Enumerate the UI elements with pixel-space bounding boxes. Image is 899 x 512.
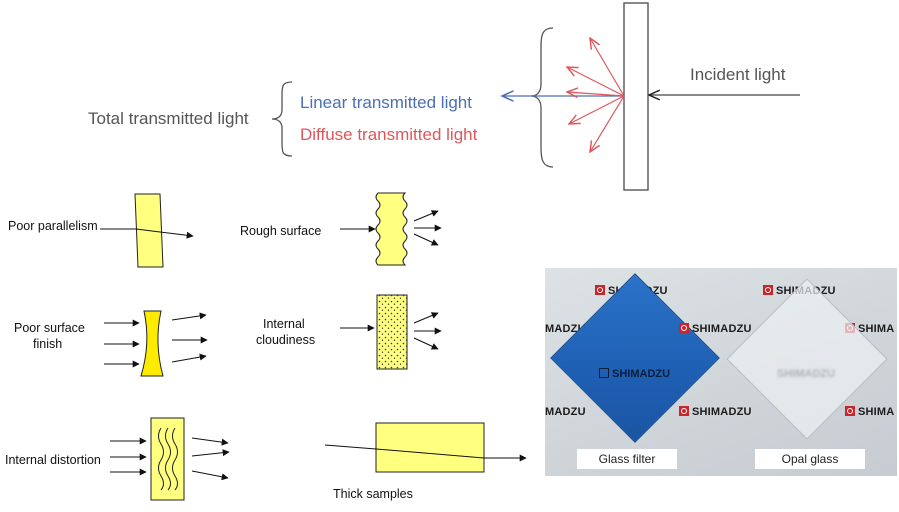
poor-surface-finish-incident-arrows: [104, 319, 140, 368]
thick-sample-ray: [324, 444, 527, 462]
poor-surface-finish-exit-arrows: [171, 312, 208, 363]
thick-sample-block: [375, 422, 485, 473]
shimadzu-logo-icon: [845, 406, 855, 416]
internal-cloudiness-label-line2: cloudiness: [256, 333, 315, 347]
rough-surface-scatter-arrows: [413, 210, 442, 246]
brand-center-low: SHIMADZU: [679, 406, 752, 418]
shimadzu-logo-icon: [595, 285, 605, 295]
shimadzu-logo-icon: [763, 285, 773, 295]
poor-surface-finish-label-line2: finish: [33, 337, 62, 351]
brand-low-left-cut: MADZU: [545, 406, 586, 418]
emission-brace: [530, 27, 554, 168]
poor-parallelism-label: Poor parallelism: [8, 219, 98, 233]
total-transmitted-light-label: Total transmitted light: [88, 109, 249, 128]
shimadzu-logo-icon: [679, 406, 689, 416]
internal-distortion-exit-arrows: [191, 437, 230, 481]
brand-low-right-cut: SHIMA: [845, 406, 894, 418]
opal-glass-caption: Opal glass: [755, 449, 865, 469]
internal-cloudiness-scatter-arrows: [413, 312, 442, 350]
shimadzu-logo-icon: [679, 323, 689, 333]
internal-cloudiness-label-line1: Internal: [263, 317, 305, 331]
internal-distortion-incident-arrows: [110, 437, 147, 476]
glass-samples-photo: SHIMADZU SHIMADZU MADZU SHIMA MADZU SHIM…: [545, 268, 897, 476]
poor-parallelism-ray: [100, 228, 194, 239]
brand-through-blue-glass: SHIMADZU: [599, 368, 670, 380]
shimadzu-logo-icon: [599, 368, 609, 378]
thick-samples-label: Thick samples: [333, 487, 413, 501]
brand-center-mid: SHIMADZU: [679, 323, 752, 335]
poor-surface-finish-label-line1: Poor surface: [14, 321, 85, 335]
diffuse-arrows: [567, 38, 625, 152]
internal-cloudiness-particles: [377, 295, 407, 369]
rough-surface-label: Rough surface: [240, 224, 321, 238]
internal-distortion-label: Internal distortion: [5, 453, 101, 467]
brand-through-opal-glass: SHIMADZU: [777, 368, 836, 380]
internal-distortion-lines: [158, 427, 178, 491]
poor-surface-finish-sample: [140, 310, 164, 377]
rough-surface-sample: [375, 192, 408, 266]
diffuse-transmitted-light-label: Diffuse transmitted light: [300, 125, 478, 144]
linear-transmitted-light-label: Linear transmitted light: [300, 93, 472, 112]
internal-distortion-sample: [150, 417, 185, 501]
total-brace: [271, 81, 293, 157]
incident-light-label: Incident light: [690, 65, 786, 84]
glass-filter-caption: Glass filter: [577, 449, 677, 469]
sample-plate: [623, 2, 649, 191]
